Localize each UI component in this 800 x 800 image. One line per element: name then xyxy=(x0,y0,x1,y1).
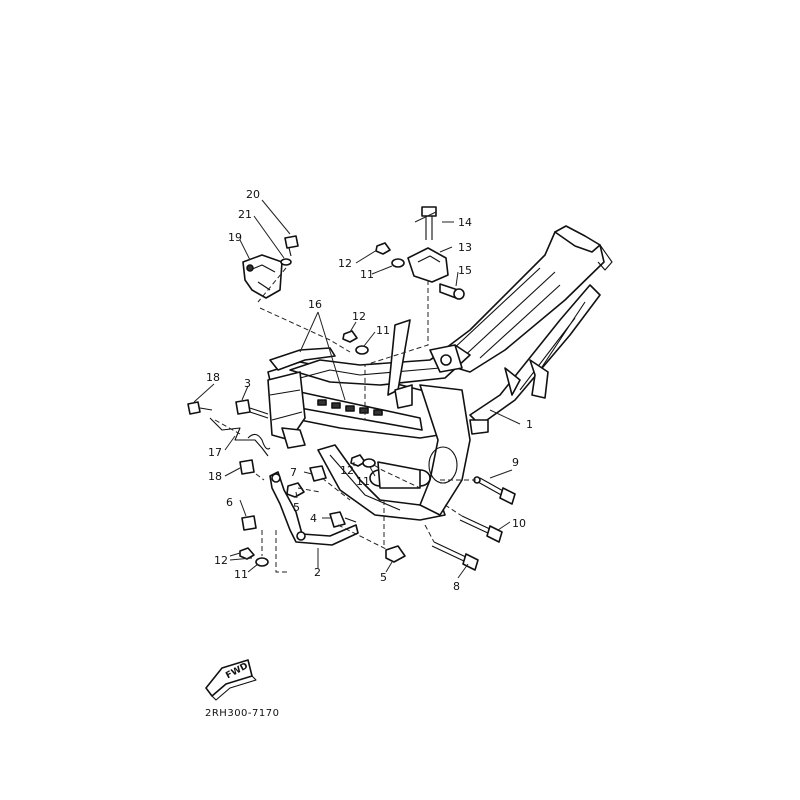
bolt-18-upper xyxy=(187,401,213,415)
bolt-10 xyxy=(459,515,503,543)
nut-5-lower xyxy=(385,545,406,563)
callout-2: 2 xyxy=(314,566,321,579)
callout-12-low: 12 xyxy=(214,554,228,567)
callout-17: 17 xyxy=(208,446,222,459)
cable-tape xyxy=(269,347,336,371)
bolt-14 xyxy=(421,206,437,240)
callout-12-mid: 12 xyxy=(352,310,366,323)
callout-10: 10 xyxy=(512,517,526,530)
bracket-19 xyxy=(242,254,283,299)
callout-6: 6 xyxy=(226,496,233,509)
washer-21 xyxy=(280,258,292,266)
leader-lines xyxy=(193,199,521,579)
bolt-3 xyxy=(235,399,269,419)
collar-7 xyxy=(309,465,327,482)
callout-5-upper: 5 xyxy=(293,501,300,514)
callout-15: 15 xyxy=(458,264,472,277)
callout-19: 19 xyxy=(228,231,242,244)
nut-12-top xyxy=(375,242,391,255)
nut-12-low xyxy=(239,547,255,560)
dashed-lines xyxy=(214,267,476,573)
callout-11-low: 11 xyxy=(234,568,248,581)
washer-11-top xyxy=(391,258,405,268)
callout-labels: 1 2 3 4 5 5 6 7 8 9 10 11 11 11 11 12 12… xyxy=(206,188,533,593)
bolt-6 xyxy=(241,515,257,531)
spring-17 xyxy=(209,417,271,457)
bolt-18-lower xyxy=(239,459,255,475)
callout-14: 14 xyxy=(458,216,472,229)
bolt-15 xyxy=(439,283,465,300)
bolt-20 xyxy=(284,235,299,257)
callout-13: 13 xyxy=(458,241,472,254)
stay-2 xyxy=(269,471,359,546)
bolt-9 xyxy=(473,476,516,505)
callout-12-top: 12 xyxy=(338,257,352,270)
callout-4: 4 xyxy=(310,512,317,525)
bracket-13 xyxy=(407,247,449,283)
callout-18-upper: 18 xyxy=(206,371,220,384)
bolt-4 xyxy=(329,511,357,528)
callout-12-center: 12 xyxy=(340,464,354,477)
callout-5-lower: 5 xyxy=(380,571,387,584)
callout-7: 7 xyxy=(290,466,297,479)
callout-21: 21 xyxy=(238,208,252,221)
callout-11-top: 11 xyxy=(360,268,374,281)
callout-16: 16 xyxy=(308,298,322,311)
callout-20: 20 xyxy=(246,188,260,201)
callout-1: 1 xyxy=(526,418,533,431)
callout-3: 3 xyxy=(244,377,251,390)
fwd-arrow-icon: FWD xyxy=(205,659,257,701)
washer-11-center xyxy=(362,458,376,468)
washer-11-low xyxy=(255,557,269,567)
washer-11-mid xyxy=(355,345,369,355)
nut-12-mid xyxy=(342,330,358,343)
callout-9: 9 xyxy=(512,456,519,469)
callout-11-center: 11 xyxy=(356,475,370,488)
drawing-code: 2RH300-7170 xyxy=(205,708,279,719)
main-frame xyxy=(267,225,613,521)
callout-8: 8 xyxy=(453,580,460,593)
callout-11-mid: 11 xyxy=(376,324,390,337)
bolt-8 xyxy=(431,541,479,571)
callout-18-lower: 18 xyxy=(208,470,222,483)
nut-5-upper xyxy=(286,482,305,498)
